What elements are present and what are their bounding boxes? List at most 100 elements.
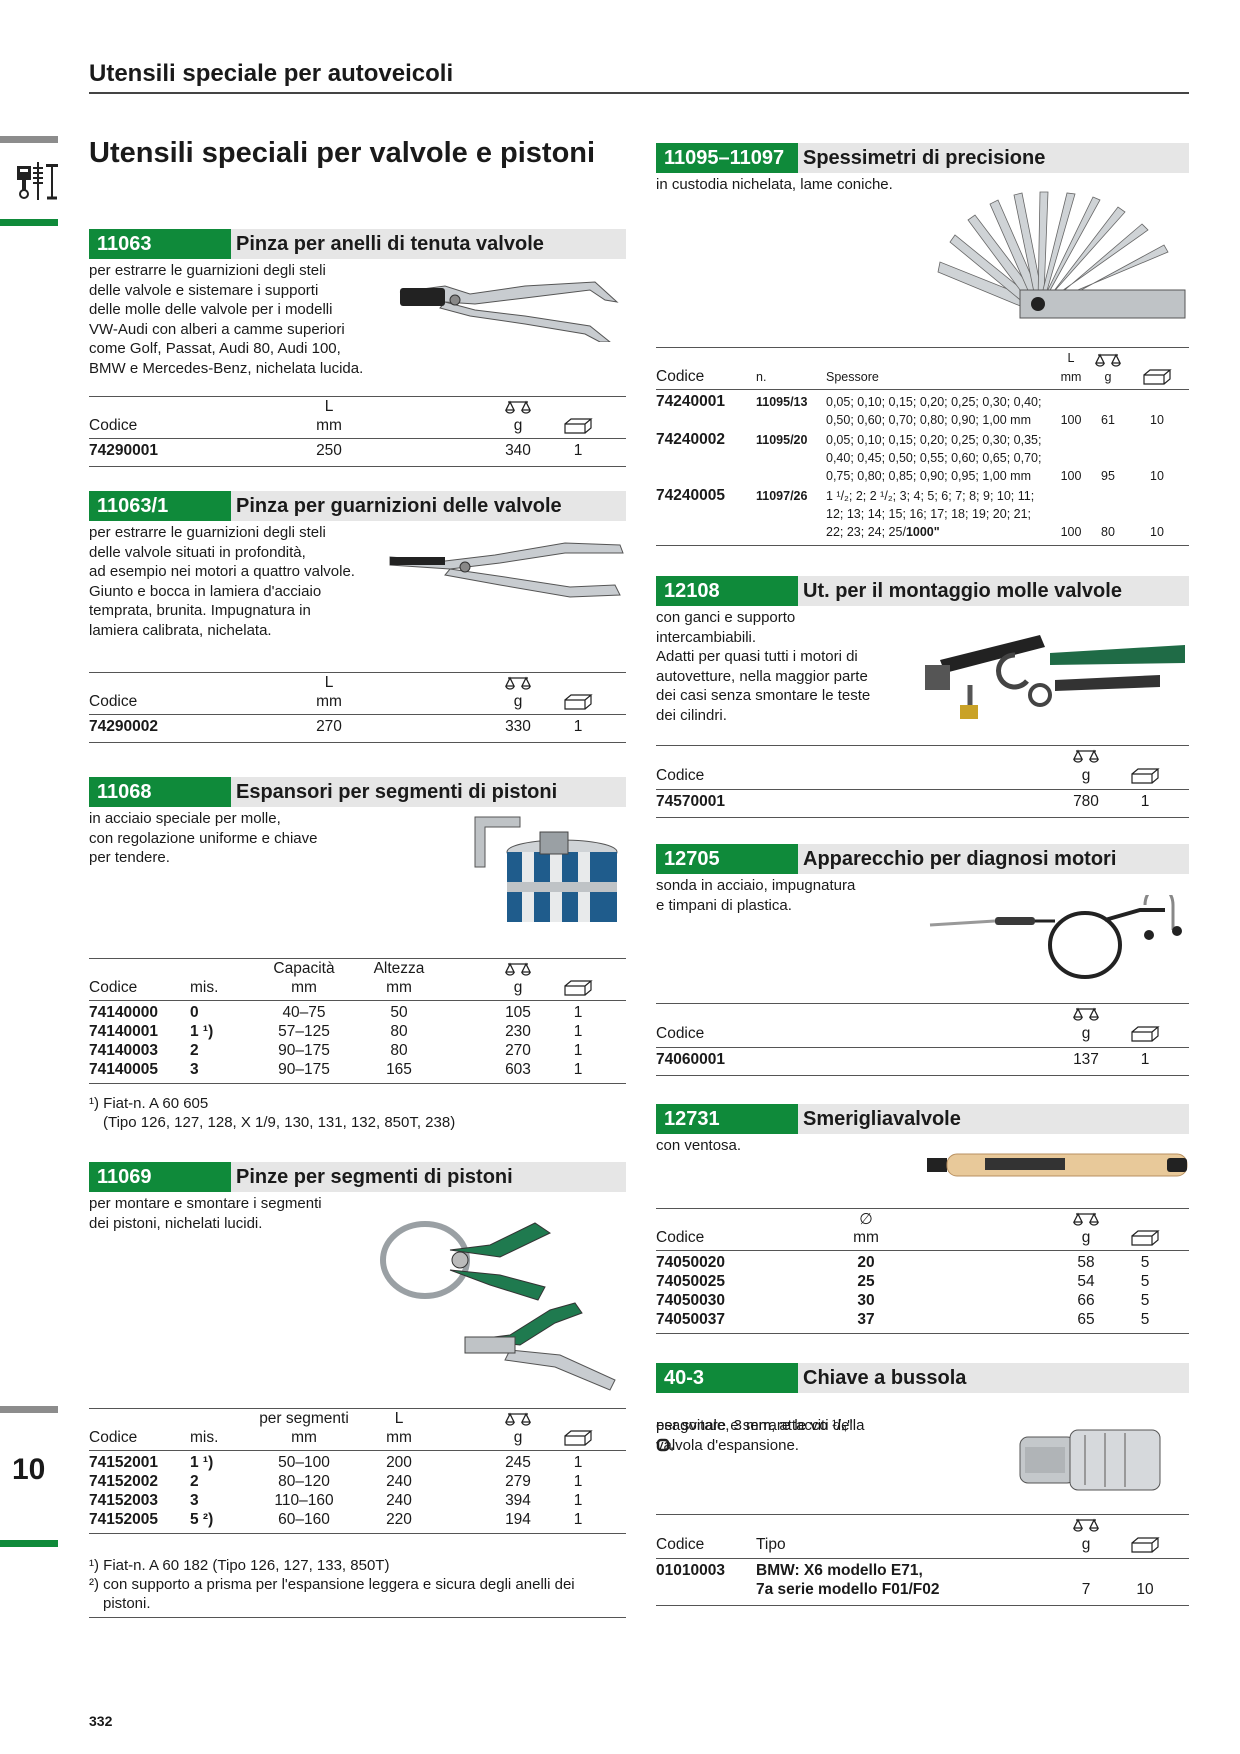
table-row-codice: 74152005 [89,1511,158,1528]
col-header-g: g [513,693,523,710]
product-description: sonda in acciaio, impugnatura e timpani … [656,877,856,914]
table-row-codice: 74140000 [89,1004,158,1021]
product-name: Chiave a bussola [798,1363,1189,1393]
col-header-mm: mm [386,1429,412,1446]
chapter-number: 10 [12,1453,46,1486]
table-row-pkg: 1 [573,1473,583,1490]
table-row-n: 11095/20 [756,433,808,447]
table-row-mis: 0 [190,1004,199,1021]
scale-icon [1072,749,1100,763]
table-row-seg: 80–120 [278,1473,330,1490]
table-row-seg: 50–100 [278,1454,330,1471]
table-row-mis: 1 ¹) [190,1454,214,1471]
table-row-g: 194 [505,1511,531,1528]
footnote: ¹) Fiat-n. A 60 182 (Tipo 126, 127, 133,… [89,1557,390,1574]
table-12108: Codice g 74570001 780 1 [656,745,1189,820]
col-header-n: n. [756,370,767,384]
col-header-spessore: Spessore [826,370,879,384]
col-header-codice: Codice [656,1536,705,1553]
table-row-g: 603 [505,1061,531,1078]
feeler-gauge-image [920,190,1190,330]
table-row-mis: 1 ¹) [190,1023,214,1040]
engine-icon [15,158,61,204]
table-row-cap: 40–75 [282,1004,326,1021]
product-code: 11063 [89,229,231,259]
table-row-alt: 165 [386,1061,412,1078]
table-row-codice: 74570001 [656,793,725,810]
package-icon [1130,1537,1160,1553]
col-header-g: g [513,1429,523,1446]
product-code: 11095–11097 [656,143,798,173]
product-code: 12108 [656,576,798,606]
table-row-L: 240 [386,1492,412,1509]
product-description: per svitare e serrare le viti della valv… [656,1417,865,1454]
table-row-seg: 60–160 [278,1511,330,1528]
product-name: Pinza per anelli di tenuta valvole [231,229,626,259]
table-row-codice: 74152003 [89,1492,158,1509]
col-header-segmenti: per segmenti [259,1410,349,1427]
table-row-codice: 74152001 [89,1454,158,1471]
product-header-11095: 11095–11097 Spessimetri di precisione [656,143,1189,173]
header-rule [89,92,1189,94]
scale-icon [504,962,532,976]
table-row-codice: 74140003 [89,1042,158,1059]
table-row-mis: 2 [190,1042,199,1059]
table-row-pkg: 1 [573,718,583,735]
product-description: per estrarre le guarnizioni degli steli … [89,524,355,639]
col-header-L: L [1067,351,1075,365]
table-row-pkg: 1 [573,1454,583,1471]
product-header-40-3: 40-3 Chiave a bussola [656,1363,1189,1393]
table-row-g: 58 [1077,1254,1095,1271]
col-header-g: g [1081,1229,1091,1246]
scale-icon [1072,1007,1100,1021]
table-row-mm: 37 [857,1311,875,1328]
table-row-alt: 80 [390,1042,408,1059]
col-header-mm: mm [1060,370,1082,384]
scale-icon [1072,1212,1100,1226]
col-header-mm: mm [291,979,317,996]
table-row-g: 105 [505,1004,531,1021]
product-description: con ventosa. [656,1137,742,1154]
table-row-spessore: 0,40; 0,45; 0,50; 0,55; 0,60; 0,65; 0,70… [826,451,1042,465]
table-row-spessore: 0,05; 0,10; 0,15; 0,20; 0,25; 0,30; 0,35… [826,433,1042,447]
table-row-codice: 74240005 [656,487,725,504]
table-row-g: 80 [1101,525,1115,539]
table-row-cap: 90–175 [278,1061,330,1078]
table-12731: ∅ Codice mm g 74050020 20 58 5 74050025 … [656,1208,1189,1343]
product-name: Ut. per il montaggio molle valvole [798,576,1189,606]
table-row-alt: 80 [390,1023,408,1040]
package-icon [563,1430,593,1446]
col-header-codice: Codice [656,1025,705,1042]
scale-icon [504,1412,532,1426]
col-header-g: g [1081,767,1091,784]
table-row-mis: 3 [190,1061,199,1078]
table-row-spessore: 0,75; 0,80; 0,85; 0,90; 0,95; 1,00 mm [826,469,1031,483]
col-header-mm: mm [316,693,342,710]
table-row-codice: 74140001 [89,1023,158,1040]
table-row-spessore: 1 ¹/₂; 2; 2 ¹/₂; 3; 4; 5; 6; 7; 8; 9; 10… [826,489,1035,503]
col-header-codice: Codice [89,693,138,710]
table-row-pkg: 1 [573,442,583,459]
table-row-codice: 74290001 [89,442,158,459]
table-row-codice: 74050020 [656,1254,725,1271]
table-row-pkg: 1 [573,1023,583,1040]
footnote: pistoni. [103,1595,151,1612]
product-name: Spessimetri di precisione [798,143,1189,173]
page-header-title: Utensili speciale per autoveicoli [89,60,454,87]
table-row-mis: 2 [190,1473,199,1490]
table-row-codice: 74240001 [656,393,725,410]
col-header-capacita: Capacità [273,960,335,977]
col-header-mis: mis. [190,1429,219,1446]
package-icon [1142,369,1172,385]
table-row-g: 230 [505,1023,531,1040]
table-row-g: 245 [505,1454,531,1471]
table-row-L: 240 [386,1473,412,1490]
package-icon [563,418,593,434]
table-row-pkg: 5 [1140,1292,1150,1309]
table-row-pkg: 10 [1150,469,1164,483]
table-row-pkg: 10 [1136,1581,1154,1598]
table-row-pkg: 1 [573,1492,583,1509]
table-row-pkg: 5 [1140,1273,1150,1290]
table-row-codice: 74050030 [656,1292,725,1309]
footnote: (Tipo 126, 127, 128, X 1/9, 130, 131, 13… [103,1114,456,1131]
